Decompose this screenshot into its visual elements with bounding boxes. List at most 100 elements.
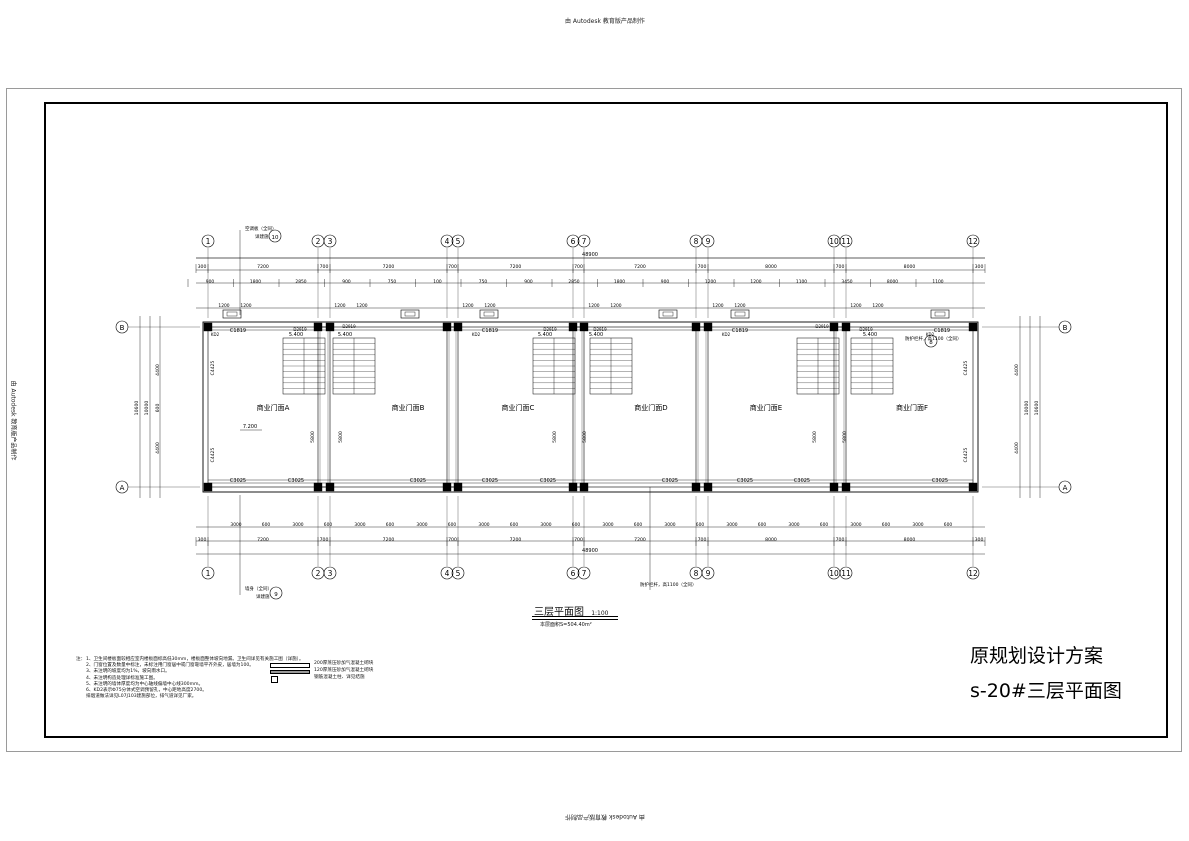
dimension-sub-top: 750 — [479, 279, 488, 285]
level-mark: 5.400 — [338, 332, 352, 338]
column — [691, 322, 701, 332]
dimension-sub-bottom: 600 — [820, 522, 829, 528]
window-label-top: C1819 — [482, 328, 498, 334]
axis-bubble-bottom — [440, 566, 454, 580]
dimension-sub-bottom: 600 — [882, 522, 891, 528]
title-line-2: s-20#三层平面图 — [970, 680, 1122, 702]
dimension-sub-top: 900 — [661, 279, 670, 285]
door-label-kd2: KD2 — [926, 332, 935, 337]
window-label-top: C1819 — [732, 328, 748, 334]
column-swatch — [271, 676, 278, 683]
axis-number-bottom: 6 — [571, 569, 576, 578]
ac-unit-inner — [734, 311, 746, 317]
axis-number-bottom: 12 — [968, 569, 978, 578]
note-line: 2、门窗位置及数量中标注，未标注用门窗居中或门窗靠墙平齐外皮，居墙为100。 — [86, 663, 254, 669]
depth-dim-left: 10600 — [134, 401, 140, 416]
axis-bubble-top — [440, 234, 454, 248]
axis-number-bottom: 5 — [456, 569, 461, 578]
dimension-window-top: 1200 — [240, 303, 251, 309]
dimension-bay-bottom: 7200 — [257, 537, 269, 543]
axis-bubble-bottom — [966, 566, 980, 580]
window-label-side: C4425 — [210, 448, 216, 463]
dimension-bay-top: 700 — [574, 264, 583, 270]
level-mark: 5.400 — [289, 332, 303, 338]
dimension-window-top: 1200 — [218, 303, 229, 309]
axis-bubble-top — [966, 234, 980, 248]
axis-number-top: 4 — [445, 237, 450, 246]
axis-bubble-top — [839, 234, 853, 248]
dimension-sub-top: 1800 — [250, 279, 261, 285]
column — [829, 322, 839, 332]
column — [703, 322, 713, 332]
window-label-side: C4425 — [210, 361, 216, 376]
party-wall — [833, 326, 847, 488]
axis-number-top: 2 — [316, 237, 321, 246]
dimension-bay-top: 7200 — [634, 264, 646, 270]
window-label-bottom: C3025 — [230, 478, 246, 484]
legend-label: 200厚蒸压砂加气混凝土砌块 — [314, 661, 374, 666]
dimension-sub-top: 1100 — [796, 279, 807, 285]
depth-dim-left: 10000 — [144, 401, 150, 416]
dimension-sub-bottom: 3000 — [540, 522, 551, 528]
dimension-sub-bottom: 600 — [944, 522, 953, 528]
stair-label: D2919 — [593, 327, 607, 332]
axis-number-top: 8 — [694, 237, 699, 246]
axis-number-top: 5 — [456, 237, 461, 246]
column — [703, 482, 713, 492]
dimension-sub-bottom: 600 — [634, 522, 643, 528]
dimension-sub-top: 900 — [524, 279, 533, 285]
axis-bubble-top — [701, 234, 715, 248]
dimension-bay-bottom: 700 — [574, 537, 583, 543]
callout-top-sub: 详建施 — [255, 233, 269, 240]
window-label-bottom: C3025 — [410, 478, 426, 484]
dimension-sub-top: 1200 — [750, 279, 761, 285]
dimension-sub-top: 750 — [388, 279, 397, 285]
window-label-bottom: C3025 — [932, 478, 948, 484]
axis-number-top: 11 — [841, 237, 851, 246]
dimension-sub-top: 1100 — [932, 279, 943, 285]
title-line-1: 原规划设计方案 — [970, 645, 1104, 667]
dimension-window-top: 1200 — [712, 303, 723, 309]
notes-label: 注： — [76, 657, 86, 662]
stair-label: D2919 — [293, 327, 307, 332]
window-label-bottom: C3025 — [794, 478, 810, 484]
column — [203, 482, 213, 492]
dimension-5800: 5800 — [842, 431, 848, 443]
dimension-sub-bottom: 600 — [262, 522, 271, 528]
shop-label: 商业门面F — [896, 403, 928, 412]
axis-bubble-bottom — [839, 566, 853, 580]
axis-number-bottom: 1 — [206, 569, 211, 578]
axis-bubble-bottom — [451, 566, 465, 580]
column — [579, 482, 589, 492]
dimension-bay-bottom: 8000 — [765, 537, 777, 543]
column — [841, 482, 851, 492]
ac-unit-inner — [404, 311, 416, 317]
axis-bubble-bottom — [201, 566, 215, 580]
party-wall — [572, 326, 585, 488]
dimension-sub-bottom: 3000 — [788, 522, 799, 528]
ac-unit-inner — [226, 311, 238, 317]
drawing-frame — [44, 102, 1168, 738]
axis-number-top: 12 — [968, 237, 978, 246]
dimension-sub-bottom: 600 — [510, 522, 519, 528]
dimension-sub-bottom: 600 — [324, 522, 333, 528]
dimension-window-top: 1200 — [850, 303, 861, 309]
axis-number-top: 6 — [571, 237, 576, 246]
column — [325, 482, 335, 492]
column — [313, 322, 323, 332]
dimension-window-top: 1200 — [734, 303, 745, 309]
dimension-bay-top: 700 — [320, 264, 329, 270]
dimension-sub-bottom: 600 — [386, 522, 395, 528]
dimension-sub-bottom: 600 — [572, 522, 581, 528]
stair-label: D2919 — [859, 327, 873, 332]
callout-bottom-num: 9 — [274, 592, 278, 598]
depth-dim-right: 10000 — [1024, 401, 1030, 416]
note-line: 3、未注明的坡度均为1%，坡向雨水口。 — [86, 669, 170, 675]
column — [579, 322, 589, 332]
dimension-bay-top: 7200 — [383, 264, 395, 270]
axis-number-bottom: 2 — [316, 569, 321, 578]
axis-bubble-top — [451, 234, 465, 248]
callout-top-bubble — [268, 229, 282, 243]
note-line: 6、KD2表示Φ75分体式空调预留孔，中心距地高度2700。 — [86, 688, 207, 694]
dimension-sub-bottom: 3000 — [416, 522, 427, 528]
